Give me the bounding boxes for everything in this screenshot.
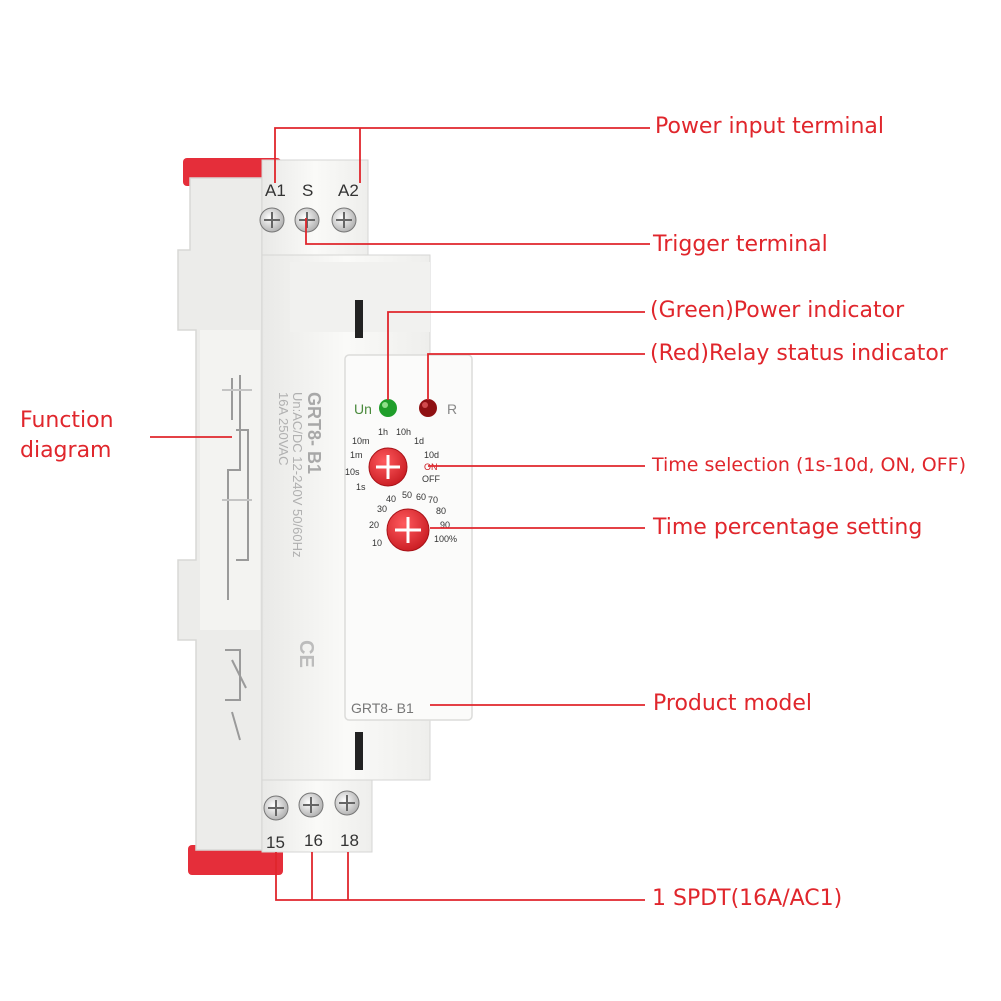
side-spec-text: Un:AC/DC 12-240V 50/60Hz [290, 392, 305, 557]
callout-time-percentage: Time percentage setting [653, 515, 923, 540]
terminal-screws-bottom [263, 790, 360, 821]
percentage-knob[interactable] [386, 508, 430, 552]
svg-text:90: 90 [440, 520, 450, 530]
svg-text:1h: 1h [378, 427, 388, 437]
callout-lines [150, 127, 650, 901]
time-selection-knob[interactable] [368, 447, 408, 487]
power-indicator-label: Un [354, 401, 372, 417]
svg-text:70: 70 [428, 495, 438, 505]
function-diagram [222, 375, 252, 741]
side-model-text: GRT8- B1 [304, 392, 324, 474]
terminal-label-15: 15 [266, 833, 285, 852]
callout-product-model: Product model [653, 691, 813, 716]
side-spec-text: 16A 250VAC [276, 392, 291, 465]
svg-text:ON: ON [424, 462, 438, 472]
svg-text:OFF: OFF [422, 474, 440, 484]
power-led [379, 399, 397, 417]
svg-text:10h: 10h [396, 427, 411, 437]
percentage-scale: 40 50 60 70 30 80 20 90 10 100% [369, 490, 457, 548]
front-model-label: GRT8- B1 [351, 700, 414, 716]
terminal-label-s: S [302, 181, 313, 200]
svg-text:100%: 100% [434, 534, 457, 544]
terminal-label-a2: A2 [338, 181, 359, 200]
terminal-screws-top [259, 207, 357, 233]
svg-text:40: 40 [386, 494, 396, 504]
svg-text:1d: 1d [414, 436, 424, 446]
relay-led [419, 399, 437, 417]
callout-function-diagram: Function diagram [20, 408, 114, 463]
callout-spdt-contact: 1 SPDT(16A/AC1) [652, 886, 843, 911]
svg-text:1m: 1m [350, 450, 363, 460]
callout-power-indicator: (Green)Power indicator [650, 298, 905, 323]
time-range-scale: 1h 10h 10m 1d 1m 10d 10s ON 1s OFF [345, 427, 440, 492]
callout-trigger-terminal: Trigger terminal [653, 232, 828, 257]
side-label: GRT8- B1 Un:AC/DC 12-240V 50/60Hz 16A 25… [276, 392, 324, 668]
terminal-label-a1: A1 [265, 181, 286, 200]
callout-time-selection: Time selection (1s-10d, ON, OFF) [652, 454, 967, 476]
svg-text:80: 80 [436, 506, 446, 516]
callout-power-input-terminal: Power input terminal [655, 114, 884, 139]
ce-mark: CE [295, 640, 317, 668]
svg-text:60: 60 [416, 492, 426, 502]
svg-text:10: 10 [372, 538, 382, 548]
relay-indicator-label: R [447, 401, 457, 417]
svg-text:20: 20 [369, 520, 379, 530]
callout-relay-indicator: (Red)Relay status indicator [650, 341, 948, 366]
terminal-block-top [261, 159, 369, 256]
terminal-label-18: 18 [340, 831, 359, 850]
svg-text:50: 50 [402, 490, 412, 500]
svg-text:10m: 10m [352, 436, 370, 446]
svg-text:30: 30 [377, 504, 387, 514]
terminal-label-16: 16 [304, 831, 323, 850]
svg-text:10d: 10d [424, 450, 439, 460]
svg-text:1s: 1s [356, 482, 366, 492]
svg-text:10s: 10s [345, 467, 360, 477]
din-clip-bottom [188, 845, 283, 875]
